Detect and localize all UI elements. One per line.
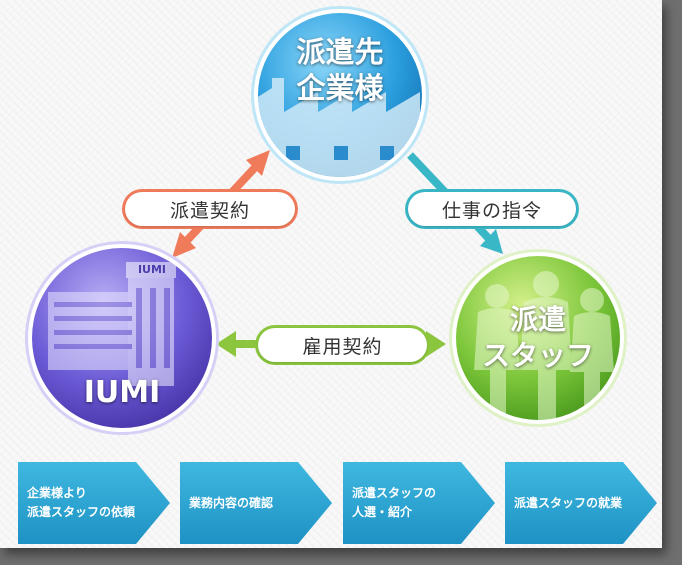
work-instruction-label: 仕事の指令 [408,192,576,226]
step-3-line2: 人選・紹介 [352,505,413,519]
client-company-node [251,6,429,184]
step-2-confirm-work: 業務内容の確認 [180,462,332,544]
factory-icon [258,78,420,177]
step-3-line1: 派遣スタッフの [352,486,437,501]
employment-contract-label: 雇用契約 [258,328,427,362]
step-1-line1: 企業様より [27,486,87,501]
step-4-line1: 派遣スタッフの就業 [514,495,623,510]
step-1-line2: 派遣スタッフの依頼 [27,505,136,519]
step-4-staff-employment: 派遣スタッフの就業 [505,462,657,544]
step-3-staff-selection: 派遣スタッフの 人選・紹介 [343,462,495,544]
iumi-label: IUMI [83,375,161,410]
dispatch-staff-label: 派遣 スタッフ [478,302,598,374]
staff-label-line1: 派遣 [509,303,566,336]
iumi-node [25,241,219,435]
client-label-line1: 派遣先 [296,35,384,69]
client-company-label: 派遣先 企業様 [270,34,410,106]
dispatch-staff-node [449,249,627,427]
step-2-line1: 業務内容の確認 [189,495,274,510]
client-label-line2: 企業様 [296,71,384,105]
diagram-card: 派遣先 企業様 IUMI IUMI 派遣 スタッフ 派遣契約 仕事の指令 雇用契… [0,0,662,548]
step-1-client-request: 企業様より 派遣スタッフの依頼 [18,462,170,544]
workers-silhouette-icon [474,271,614,420]
dispatch-contract-label: 派遣契約 [125,192,295,226]
staff-label-line2: スタッフ [481,339,594,372]
iumi-sign: IUMI [137,263,167,276]
office-building-icon [48,262,176,386]
